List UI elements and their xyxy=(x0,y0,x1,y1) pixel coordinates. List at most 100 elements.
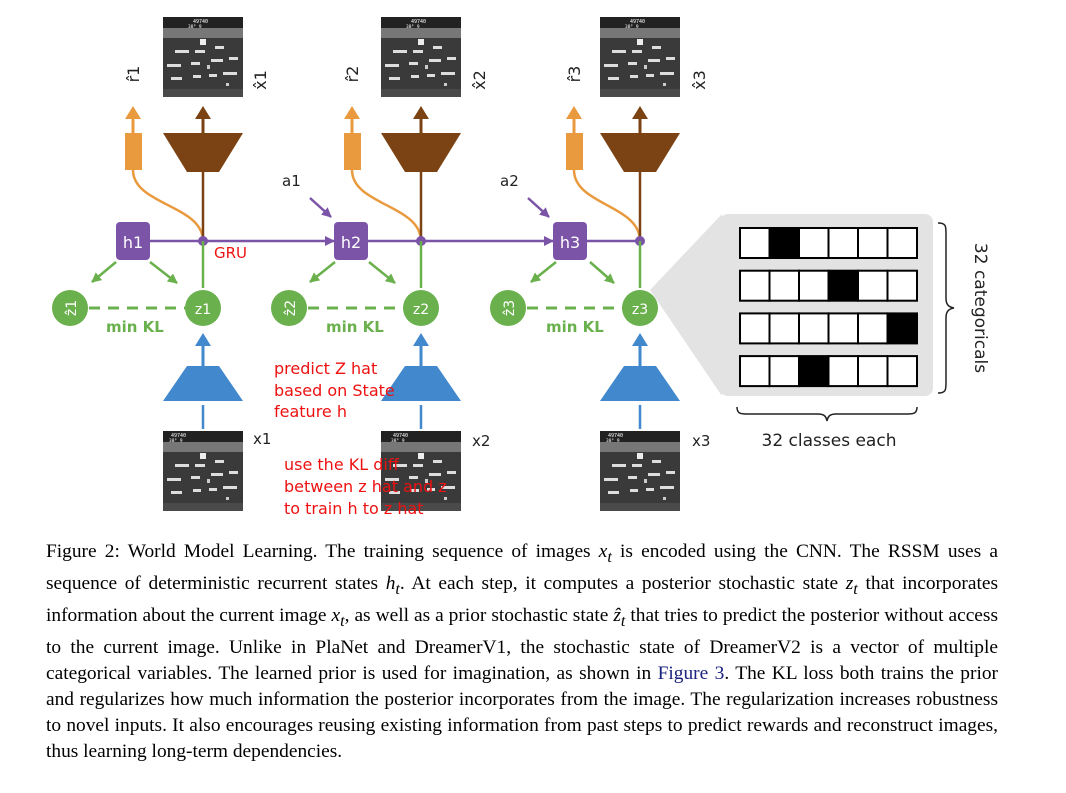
frame-x3: 49740 38ᴾ 9 xyxy=(600,431,680,511)
state-to-reward-2 xyxy=(350,169,423,242)
rhat3-label: r̂3 xyxy=(565,66,584,83)
categoricals-brace xyxy=(937,222,955,394)
image-decoder-1 xyxy=(163,133,243,172)
z2-label: z2 xyxy=(413,302,429,318)
categoricals-label: 32 categoricals xyxy=(970,243,990,373)
frame-x2: 49740 38ᴾ 9 xyxy=(381,431,461,511)
caption-math-sub: t xyxy=(395,580,400,598)
categorical-cell xyxy=(739,227,771,259)
gru-label: GRU xyxy=(214,244,247,262)
categorical-cell xyxy=(798,355,830,388)
rhat1-label: r̂1 xyxy=(124,66,143,83)
min-kl-label-2: min KL xyxy=(326,318,384,336)
frame-x1: 49740 38ᴾ 9 xyxy=(163,431,243,511)
frame-score: 49740 xyxy=(393,433,408,439)
frame-score: 49740 xyxy=(630,19,645,25)
categorical-grid xyxy=(739,227,918,388)
categorical-cell xyxy=(886,227,918,259)
categorical-cell xyxy=(886,269,918,302)
z3-node xyxy=(622,290,658,326)
categorical-cell xyxy=(739,312,771,345)
min-kl-label-1: min KL xyxy=(106,318,164,336)
image-encoder-1 xyxy=(163,366,243,401)
reward-arrow-1 xyxy=(125,106,141,133)
a2-arrow xyxy=(527,197,550,218)
categorical-cell xyxy=(768,269,800,302)
x1-label: x1 xyxy=(253,430,271,448)
zhat1-node xyxy=(52,290,88,326)
xhat1-label: x̂1 xyxy=(251,70,270,90)
state-to-reward-1 xyxy=(131,169,205,242)
categorical-cell xyxy=(827,355,859,388)
annotation-kl-line2: between z hat and z xyxy=(284,477,447,496)
categorical-cell xyxy=(768,355,800,388)
image-encoder-2 xyxy=(381,366,461,401)
categorical-cell xyxy=(827,227,859,259)
frame-score: 49740 xyxy=(608,433,623,439)
categorical-cell xyxy=(827,312,859,345)
caption-part: that incorporates information about the … xyxy=(46,572,998,626)
image-arrow-3 xyxy=(632,106,648,133)
annotation-predict-line3: feature h xyxy=(274,402,347,421)
h2-to-zhat2 xyxy=(309,261,336,283)
image-decoder-3 xyxy=(600,133,680,172)
annotation-predict: predict Z hat based on State feature h xyxy=(274,359,395,421)
h3-to-z3 xyxy=(589,261,615,284)
image-arrow-1 xyxy=(195,106,211,133)
categorical-cell xyxy=(739,355,771,388)
image-encoder-3 xyxy=(600,366,680,401)
x2-label: x2 xyxy=(472,432,490,450)
caption-part: that tries to predict the posterior with… xyxy=(46,604,998,684)
image-decoder-2 xyxy=(381,133,461,172)
a1-arrow xyxy=(309,197,332,218)
state-to-reward-3 xyxy=(572,169,642,242)
h1-node xyxy=(116,222,150,260)
categorical-cell xyxy=(857,227,889,259)
frame-sub: 38ᴾ 9 xyxy=(406,24,420,30)
categorical-cell xyxy=(739,269,771,302)
h2-to-z2 xyxy=(368,261,396,284)
h2-label: h2 xyxy=(341,233,361,252)
caption-part: . At each step, it computes a posterior … xyxy=(399,572,846,594)
xhat2-label: x̂2 xyxy=(470,70,489,90)
caption-part: , as well as a prior stochastic state xyxy=(344,604,614,626)
categorical-cell xyxy=(798,312,830,345)
figure-3-link[interactable]: Figure 3 xyxy=(657,662,725,684)
xhat3-label: x̂3 xyxy=(690,70,709,90)
classes-label: 32 classes each xyxy=(762,431,897,451)
categorical-cell xyxy=(886,312,918,345)
reward-arrow-2 xyxy=(344,106,360,133)
frame-score: 49740 xyxy=(171,433,186,439)
image-arrow-2 xyxy=(413,106,429,133)
caption-math: x xyxy=(331,604,341,626)
caption-math: x xyxy=(598,541,608,562)
frame-xhat3: 49740 38ᴾ 9 xyxy=(600,17,680,97)
reward-head-1 xyxy=(125,133,142,170)
z1-node xyxy=(185,290,221,326)
frame-sub: 38ᴾ 9 xyxy=(606,438,620,444)
categorical-panel xyxy=(720,214,933,396)
annotation-kl-line3: to train h to z hat xyxy=(284,499,424,518)
classes-brace xyxy=(736,406,918,422)
caption-math-sub: t xyxy=(607,548,612,566)
annotation-predict-line1: predict Z hat xyxy=(274,359,377,378)
categorical-cell xyxy=(798,227,830,259)
encoder-arrow-1 xyxy=(195,333,211,366)
h1-label: h1 xyxy=(123,233,143,252)
a1-label: a1 xyxy=(282,172,301,190)
figure-caption: Figure 2: World Model Learning. The trai… xyxy=(46,539,998,765)
frame-sub: 38ᴾ 9 xyxy=(169,438,183,444)
caption-math: z xyxy=(845,572,854,594)
zhat1-label: ẑ1 xyxy=(64,300,80,316)
categorical-cell xyxy=(857,312,889,345)
zhat3-node xyxy=(490,290,526,326)
min-kl-label-3: min KL xyxy=(546,318,604,336)
categorical-cell xyxy=(857,355,889,388)
a2-label: a2 xyxy=(500,172,519,190)
categorical-cell xyxy=(768,227,800,259)
h2-node xyxy=(334,222,368,260)
zhat3-label: ẑ3 xyxy=(502,300,518,316)
x3-label: x3 xyxy=(692,432,710,450)
frame-score: 49740 xyxy=(411,19,426,25)
